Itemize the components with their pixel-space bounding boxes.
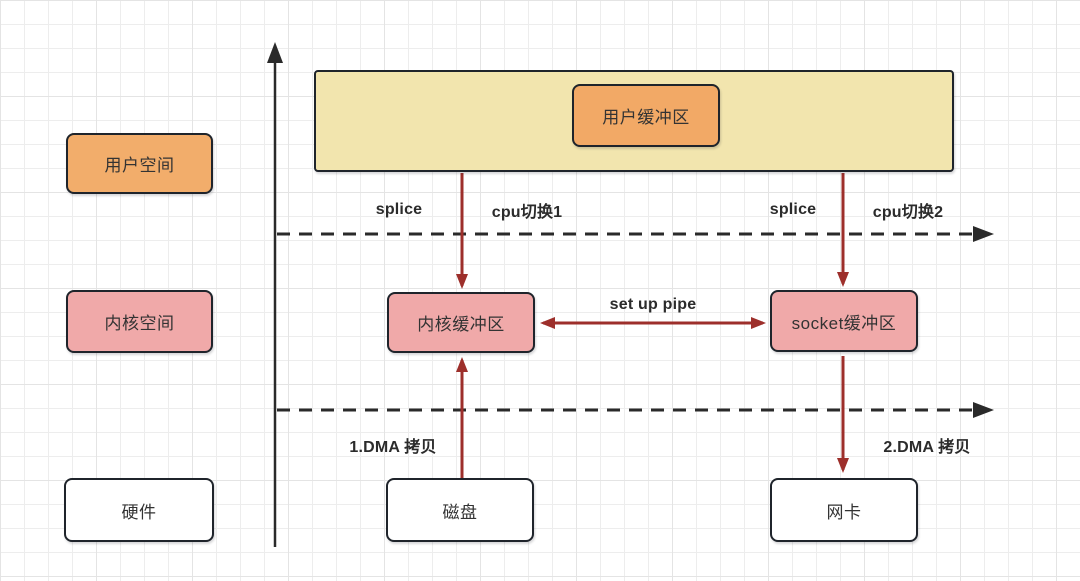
layer-label-hardware-text: 硬件 — [121, 502, 157, 522]
node-kernel-buffer: 内核缓冲区 — [387, 292, 535, 353]
edge-label-dma-copy-2: 2.DMA 拷贝 — [883, 439, 971, 456]
edge-label-set-up-pipe: set up pipe — [609, 296, 697, 313]
node-nic: 网卡 — [770, 478, 918, 542]
layer-label-user-space-text: 用户空间 — [104, 156, 175, 175]
node-user-buffer: 用户缓冲区 — [572, 84, 720, 147]
edge-label-cpu-switch-2: cpu切换2 — [872, 204, 944, 221]
node-socket-buffer-text: socket缓冲区 — [791, 313, 897, 333]
node-nic-text: 网卡 — [826, 502, 862, 522]
node-disk-text: 磁盘 — [442, 502, 478, 522]
edge-label-splice-right: splice — [769, 201, 817, 218]
layer-label-kernel-space-text: 内核空间 — [104, 314, 175, 333]
edge-label-splice-left: splice — [375, 201, 423, 218]
node-socket-buffer: socket缓冲区 — [770, 290, 918, 352]
edge-label-cpu-switch-1: cpu切换1 — [491, 204, 563, 221]
node-user-buffer-text: 用户缓冲区 — [602, 108, 690, 127]
layer-label-hardware: 硬件 — [64, 478, 214, 542]
node-kernel-buffer-text: 内核缓冲区 — [417, 315, 505, 334]
node-disk: 磁盘 — [386, 478, 534, 542]
layer-label-user-space: 用户空间 — [66, 133, 213, 194]
layer-label-kernel-space: 内核空间 — [66, 290, 213, 353]
edge-label-dma-copy-1: 1.DMA 拷贝 — [349, 439, 437, 456]
